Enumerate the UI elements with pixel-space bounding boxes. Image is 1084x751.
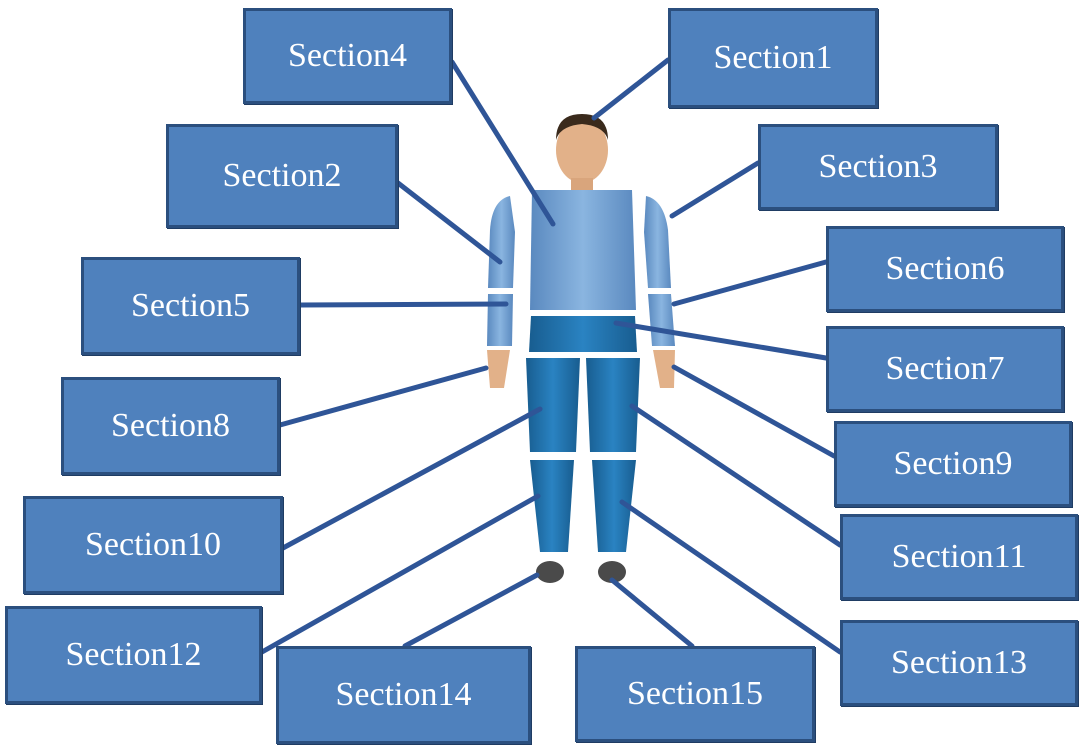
connector-lines xyxy=(259,57,843,655)
section12-box: Section12 xyxy=(5,606,262,704)
section15-box: Section15 xyxy=(575,646,815,742)
connector-section10 xyxy=(280,406,543,551)
section9-box: Section9 xyxy=(834,421,1072,507)
section13-box: Section13 xyxy=(840,620,1078,706)
human-figure xyxy=(487,114,675,583)
pelvis xyxy=(529,316,637,352)
left-hand xyxy=(487,350,510,388)
connector-section7 xyxy=(613,320,829,361)
right-hand xyxy=(653,350,675,388)
right-upper-arm xyxy=(644,196,671,288)
connector-section1 xyxy=(591,57,671,121)
section6-box: Section6 xyxy=(826,226,1064,312)
section8-box: Section8 xyxy=(61,377,280,475)
connector-section15 xyxy=(609,577,695,649)
left-shin xyxy=(530,460,574,552)
connector-section11 xyxy=(629,403,843,548)
head xyxy=(556,117,608,183)
left-forearm xyxy=(487,294,513,346)
section5-box: Section5 xyxy=(81,257,300,355)
connector-section2 xyxy=(395,180,503,265)
hair xyxy=(556,114,608,140)
connector-section12 xyxy=(259,493,541,655)
right-shin xyxy=(592,460,636,552)
connector-section9 xyxy=(671,364,837,459)
connector-section8 xyxy=(277,365,489,428)
left-upper-arm xyxy=(488,196,515,288)
neck xyxy=(571,178,593,192)
section3-box: Section3 xyxy=(758,124,998,210)
section2-box: Section2 xyxy=(166,124,398,228)
connector-section6 xyxy=(671,259,829,307)
torso xyxy=(530,190,636,310)
right-thigh xyxy=(586,358,640,452)
section14-box: Section14 xyxy=(276,646,531,744)
section1-box: Section1 xyxy=(668,8,878,108)
left-thigh xyxy=(526,358,580,452)
connector-section5 xyxy=(297,301,509,308)
section11-box: Section11 xyxy=(840,514,1078,600)
left-foot xyxy=(536,561,564,583)
section4-box: Section4 xyxy=(243,8,452,104)
right-forearm xyxy=(648,294,675,346)
section10-box: Section10 xyxy=(23,496,283,594)
right-foot xyxy=(598,561,626,583)
section7-box: Section7 xyxy=(826,326,1064,412)
connector-section13 xyxy=(619,499,843,655)
connector-section14 xyxy=(402,572,540,649)
connector-section4 xyxy=(449,59,556,227)
connector-section3 xyxy=(669,160,761,219)
